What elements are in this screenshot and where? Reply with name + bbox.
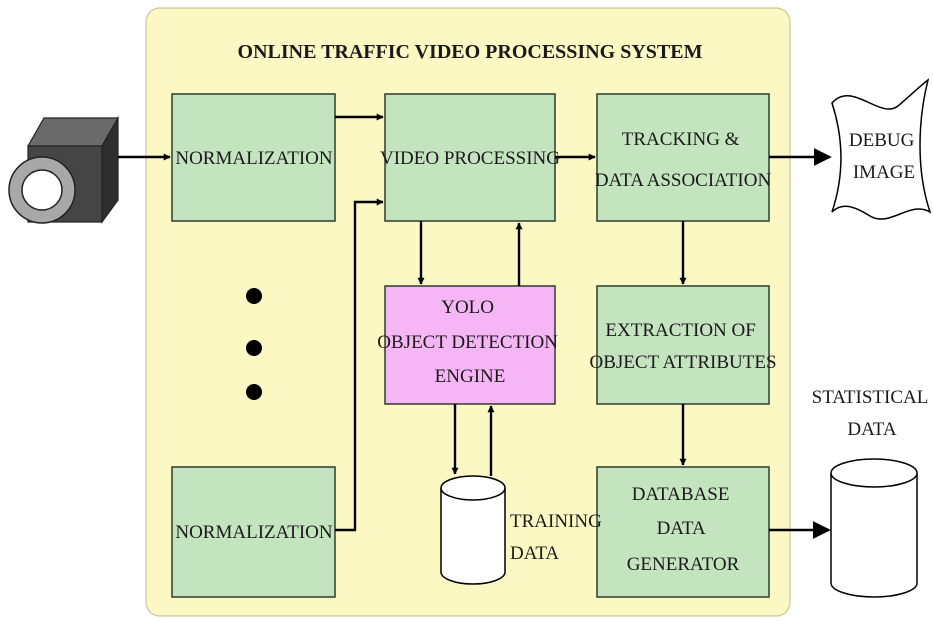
database-label-line3: GENERATOR xyxy=(627,554,740,575)
debug-image-label-line1: DEBUG xyxy=(849,130,915,151)
diagram-title: ONLINE TRAFFIC VIDEO PROCESSING SYSTEM xyxy=(238,41,703,63)
normalization-bottom-label: NORMALIZATION xyxy=(175,522,333,543)
normalization-bottom-box: NORMALIZATION xyxy=(171,466,336,598)
svg-text:TRAINING DATA: TRAINING DATA xyxy=(510,511,607,564)
extraction-label-line1: EXTRACTION OF xyxy=(605,320,755,341)
arrow-normalization-bottom-to-video xyxy=(335,198,384,532)
svg-text:YOLO OBJECT DETECTION: YOLO OBJECT DETECTION ENGINE xyxy=(377,297,562,387)
normalization-top-label: NORMALIZATION xyxy=(175,148,333,169)
svg-text:NORMALIZATION: NORMALIZATION xyxy=(175,522,333,543)
svg-text:VIDEO PROCESSING: VIDEO PROCESSING xyxy=(380,148,560,169)
statistical-data-cylinder xyxy=(830,458,918,598)
debug-image-label-line2: IMAGE xyxy=(853,162,915,183)
connection-arrows xyxy=(118,113,832,539)
tracking-label-line1: TRACKING & xyxy=(622,129,740,150)
yolo-detection-box: YOLO OBJECT DETECTION ENGINE xyxy=(377,285,562,405)
database-label-line2: DATA xyxy=(657,518,706,539)
yolo-label-line2: OBJECT DETECTION xyxy=(377,332,558,353)
svg-text:DEBUG IMAGE: DEBUG IMAGE xyxy=(849,130,919,183)
camera-icon xyxy=(8,115,120,224)
statistical-data-label-line2: DATA xyxy=(847,419,896,440)
svg-text:EXTRACTION OF OBJECT ATT: EXTRACTION OF OBJECT ATTRIBUTES xyxy=(589,320,776,373)
yolo-label-line1: YOLO xyxy=(441,297,494,318)
database-generator-box: DATABASE DATA GENERATOR xyxy=(596,466,770,598)
svg-text:TRACKING & DATA ASSOCIAT: TRACKING & DATA ASSOCIATION xyxy=(595,129,772,191)
debug-image-document xyxy=(831,78,932,220)
video-processing-label: VIDEO PROCESSING xyxy=(380,148,560,169)
yolo-label-line3: ENGINE xyxy=(435,366,506,387)
vertical-ellipsis-icon xyxy=(246,288,262,400)
svg-text:STATISTICAL DATA: STATISTICAL DATA xyxy=(812,387,933,440)
tracking-box: TRACKING & DATA ASSOCIATION xyxy=(595,93,772,222)
extraction-box: EXTRACTION OF OBJECT ATTRIBUTES xyxy=(589,285,777,405)
training-data-label-line2: DATA xyxy=(510,543,559,564)
training-data-label-line1: TRAINING xyxy=(510,511,602,532)
training-data-cylinder xyxy=(440,475,506,585)
database-label-line1: DATABASE xyxy=(632,484,730,505)
statistical-data-label-line1: STATISTICAL xyxy=(812,387,928,408)
svg-text:DATABASE DATA GENE: DATABASE DATA GENERATOR xyxy=(627,484,740,575)
tracking-label-line2: DATA ASSOCIATION xyxy=(595,170,772,191)
extraction-label-line2: OBJECT ATTRIBUTES xyxy=(589,352,776,373)
video-processing-box: VIDEO PROCESSING xyxy=(380,93,560,222)
svg-text:NORMALIZATION: NORMALIZATION xyxy=(175,148,333,169)
normalization-top-box: NORMALIZATION xyxy=(171,93,336,222)
